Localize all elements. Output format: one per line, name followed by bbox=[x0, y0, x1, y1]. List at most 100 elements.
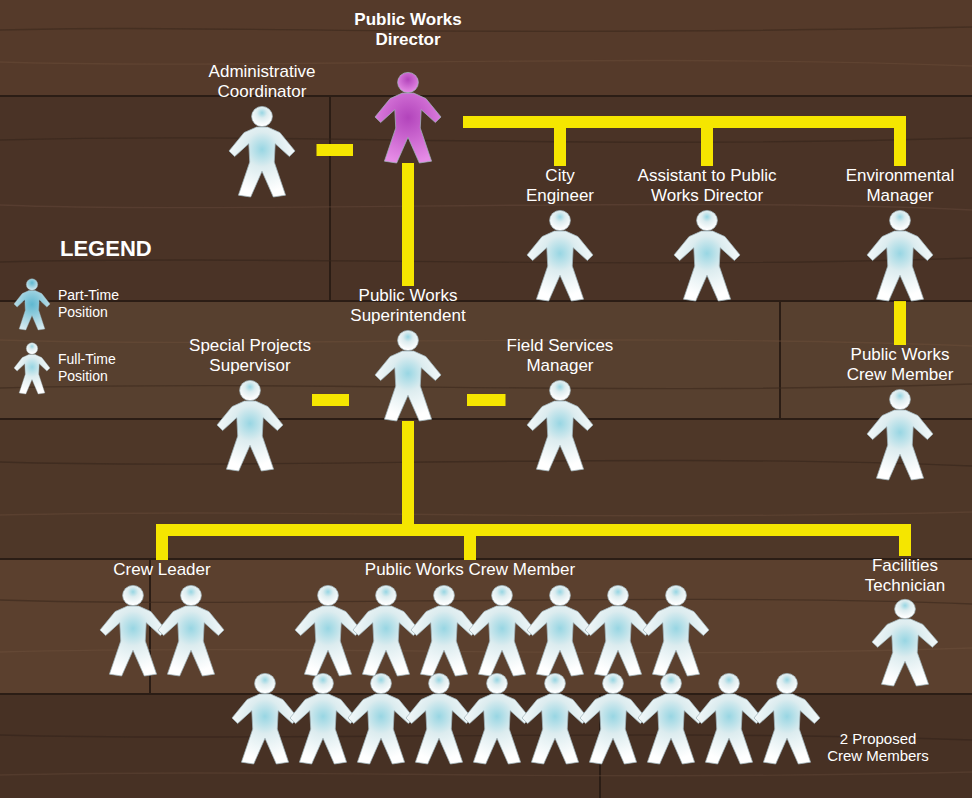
reporting-line bbox=[408, 421, 470, 560]
grain-line bbox=[0, 60, 972, 66]
figure-head bbox=[550, 210, 571, 230]
wood-plank bbox=[0, 96, 972, 301]
person-figure bbox=[527, 210, 593, 301]
position-title: Public Works Crew Member bbox=[846, 345, 955, 384]
grain-line bbox=[0, 512, 972, 516]
wood-grain bbox=[0, 27, 972, 776]
figure-body bbox=[229, 127, 295, 197]
legend-item: Part-Time Position bbox=[12, 276, 121, 332]
figure-head bbox=[607, 585, 628, 605]
figure-head bbox=[486, 673, 507, 693]
figure-head bbox=[428, 673, 449, 693]
person-figure bbox=[14, 279, 50, 330]
org-position: 2 Proposed Crew Members bbox=[696, 672, 930, 764]
reporting-line bbox=[463, 122, 707, 166]
person-figure bbox=[353, 585, 419, 676]
grain-line bbox=[0, 340, 972, 346]
figure-body bbox=[585, 606, 651, 676]
position-title: Crew Leader bbox=[112, 560, 212, 580]
figure-body bbox=[290, 694, 356, 764]
position-title: Field Services Manager bbox=[506, 336, 615, 375]
figure-group bbox=[867, 388, 933, 480]
figure-head bbox=[665, 585, 686, 605]
person-figure bbox=[158, 585, 224, 676]
figure-head bbox=[777, 673, 798, 693]
figure-head bbox=[370, 673, 391, 693]
figure-body bbox=[158, 606, 224, 676]
grain-line bbox=[0, 384, 972, 389]
position-title: Public Works Director bbox=[353, 10, 463, 49]
reporting-line bbox=[894, 301, 906, 345]
grain-line bbox=[0, 599, 972, 604]
person-figure bbox=[643, 585, 709, 676]
plank-seam bbox=[0, 418, 972, 420]
figure-body bbox=[872, 619, 938, 686]
reporting-line bbox=[317, 144, 354, 156]
plank-seam bbox=[0, 693, 972, 695]
figure-group bbox=[375, 71, 441, 163]
grain-line bbox=[0, 772, 972, 776]
figure-body bbox=[375, 351, 441, 421]
person-figure bbox=[469, 585, 535, 676]
reporting-line bbox=[402, 163, 414, 286]
org-position: Public Works Director bbox=[353, 10, 463, 163]
figure-body bbox=[464, 694, 530, 764]
figure-head bbox=[312, 673, 333, 693]
figure-group bbox=[696, 672, 820, 764]
figure-body bbox=[638, 694, 704, 764]
org-position: Public Works Superintendent bbox=[349, 286, 467, 421]
org-position: Public Works Crew Member bbox=[232, 560, 709, 764]
reporting-line bbox=[463, 122, 900, 166]
plank-seam bbox=[0, 300, 972, 302]
figure-head bbox=[890, 389, 911, 409]
figure-body bbox=[674, 231, 740, 301]
figure-head bbox=[398, 330, 419, 350]
grain-line bbox=[0, 27, 972, 31]
legend-text: Part-Time Position bbox=[58, 287, 121, 321]
grain-line bbox=[0, 138, 972, 142]
position-title: 2 Proposed Crew Members bbox=[826, 730, 930, 765]
figure-body bbox=[696, 694, 762, 764]
figure-head bbox=[433, 585, 454, 605]
figure-body bbox=[14, 354, 50, 394]
figure-body bbox=[643, 606, 709, 676]
figure-head bbox=[719, 673, 740, 693]
grain-line bbox=[0, 204, 972, 210]
figure-body bbox=[867, 231, 933, 301]
position-title: Environmental Manager bbox=[845, 166, 956, 205]
person-figure bbox=[295, 585, 361, 676]
org-position: City Engineer bbox=[525, 166, 596, 301]
person-figure bbox=[754, 673, 820, 764]
legend-heading: LEGEND bbox=[60, 236, 152, 261]
figure-head bbox=[26, 279, 37, 290]
figure-body bbox=[527, 231, 593, 301]
person-figure bbox=[580, 673, 646, 764]
grain-line bbox=[0, 460, 972, 466]
figure-head bbox=[660, 673, 681, 693]
figure-group bbox=[375, 329, 441, 421]
figure-group bbox=[100, 584, 224, 676]
reporting-line bbox=[312, 394, 349, 406]
figure-body bbox=[867, 410, 933, 480]
position-title: Special Projects Supervisor bbox=[188, 336, 312, 375]
figure-group bbox=[674, 209, 740, 301]
person-figure bbox=[674, 210, 740, 301]
person-figure bbox=[527, 380, 593, 471]
person-figure bbox=[229, 106, 295, 197]
figure-body bbox=[527, 606, 593, 676]
figure-body bbox=[232, 694, 298, 764]
person-figure bbox=[522, 673, 588, 764]
position-title: Administrative Coordinator bbox=[208, 62, 317, 101]
figure-head bbox=[491, 585, 512, 605]
figure-body bbox=[527, 401, 593, 471]
plank-seam bbox=[0, 558, 972, 560]
person-figure bbox=[638, 673, 704, 764]
figure-head bbox=[317, 585, 338, 605]
figure-body bbox=[580, 694, 646, 764]
org-position: Special Projects Supervisor bbox=[188, 336, 312, 471]
figure-head bbox=[252, 106, 273, 126]
legend-item: Full-Time Position bbox=[12, 340, 118, 396]
figure-head bbox=[181, 585, 202, 605]
org-position: Environmental Manager bbox=[845, 166, 956, 301]
figure-body bbox=[14, 290, 50, 330]
